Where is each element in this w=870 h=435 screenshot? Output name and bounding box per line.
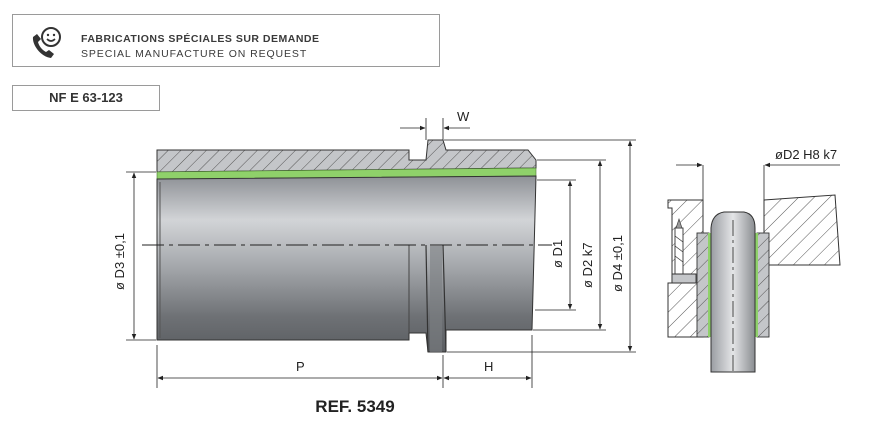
dim-d3-label: ø D3 ±0,1	[112, 233, 127, 290]
standard-label: NF E 63-123	[12, 85, 160, 111]
dim-d4-label: ø D4 ±0,1	[610, 235, 625, 292]
dimension-lines	[126, 118, 636, 388]
dim-h-label: H	[484, 359, 493, 374]
bush-section	[142, 139, 552, 353]
special-manufacture-banner: FABRICATIONS SPÉCIALES SUR DEMANDE SPECI…	[12, 14, 440, 67]
dim-w-label: W	[457, 109, 470, 124]
fit-label: øD2 H8 k7	[775, 147, 837, 162]
phone-smile-icon	[32, 27, 61, 58]
reference-number: REF. 5349	[315, 397, 395, 416]
dim-d2-label: ø D2 k7	[580, 242, 595, 288]
assembly-view: øD2 H8 k7	[667, 147, 841, 373]
dim-p-label: P	[296, 359, 305, 374]
dim-d1-label: ø D1	[550, 240, 565, 268]
banner-line-en: SPECIAL MANUFACTURE ON REQUEST	[81, 48, 308, 60]
banner-line-fr: FABRICATIONS SPÉCIALES SUR DEMANDE	[81, 33, 320, 45]
